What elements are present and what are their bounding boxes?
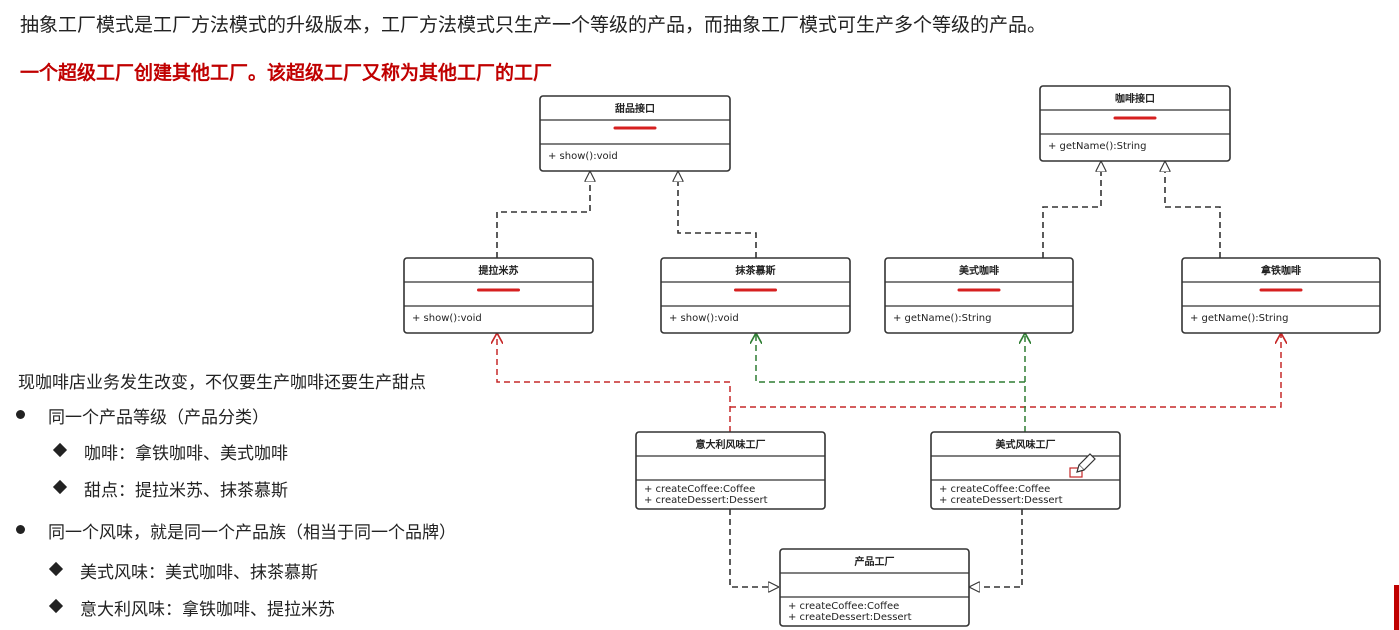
pencil-cursor-icon: [1069, 453, 1096, 478]
class-method: + show():void: [669, 313, 739, 324]
american-dependency-edges: [756, 333, 1025, 432]
class-name: 抹茶慕斯: [736, 264, 776, 277]
class-method: + createDessert:Dessert: [644, 495, 768, 506]
class-box-matcha-mousse: 抹茶慕斯 + show():void: [660, 257, 851, 334]
class-method: + show():void: [548, 151, 618, 162]
level-dessert: 甜点：提拉米苏、抹茶慕斯: [84, 481, 288, 501]
class-box-frame: [539, 95, 731, 172]
realization-edges: [496, 161, 1221, 587]
edge-tiramisu-to-dessert: [496, 171, 590, 258]
class-name: 甜品接口: [615, 102, 655, 115]
class-method: + createCoffee:Coffee: [788, 601, 899, 612]
class-box-frame: [930, 431, 1121, 510]
class-box-coffee-interface: 咖啡接口 + getName():String: [1039, 85, 1231, 162]
class-method: + createCoffee:Coffee: [939, 484, 1050, 495]
subtitle-text: 一个超级工厂创建其他工厂。该超级工厂又称为其他工厂的工厂: [20, 62, 553, 84]
class-box-american-factory: 美式风味工厂 + createCoffee:Coffee+ createDesse…: [930, 431, 1121, 510]
class-name: 意大利风味工厂: [696, 438, 766, 451]
edge-italian-creates-latte: [730, 333, 1281, 408]
class-box-frame: [635, 431, 826, 510]
class-box-frame: [1039, 85, 1231, 162]
class-box-frame: [403, 257, 594, 334]
class-name: 提拉米苏: [479, 264, 519, 277]
edge-latte-to-coffee: [1165, 161, 1221, 258]
intro-text: 抽象工厂模式是工厂方法模式的升级版本，工厂方法模式只生产一个等级的产品，而抽象工…: [20, 14, 1047, 36]
class-method: + createCoffee:Coffee: [644, 484, 755, 495]
class-box-frame: [660, 257, 851, 334]
level-coffee: 咖啡：拿铁咖啡、美式咖啡: [84, 444, 288, 464]
edge-matcha-to-dessert: [678, 171, 757, 258]
bullet-dot-icon: [16, 410, 25, 419]
class-method: + getName():String: [1190, 313, 1289, 324]
class-box-frame: [1181, 257, 1381, 334]
edge-american-creates-matcha: [756, 333, 1025, 383]
level-heading: 同一个产品等级（产品分类）: [48, 408, 269, 428]
class-box-product-factory: 产品工厂 + createCoffee:Coffee+ createDessert…: [779, 548, 970, 627]
family-italian: 意大利风味：拿铁咖啡、提拉米苏: [80, 600, 335, 620]
class-method: + getName():String: [893, 313, 992, 324]
class-name: 产品工厂: [855, 555, 895, 568]
class-box-frame: [884, 257, 1074, 334]
class-method: + show():void: [412, 313, 482, 324]
notes-lead: 现咖啡店业务发生改变，不仅要生产咖啡还要生产甜点: [18, 373, 426, 393]
class-name: 美式咖啡: [959, 264, 999, 277]
class-box-italian-factory: 意大利风味工厂 + createCoffee:Coffee+ createDess…: [635, 431, 826, 510]
edge-italian-to-product: [729, 509, 779, 587]
class-box-tiramisu: 提拉米苏 + show():void: [403, 257, 594, 334]
class-name: 拿铁咖啡: [1260, 264, 1301, 277]
class-name: 美式风味工厂: [996, 438, 1056, 451]
family-heading: 同一个风味，就是同一个产品族（相当于同一个品牌）: [48, 523, 456, 543]
family-american: 美式风味：美式咖啡、抹茶慕斯: [80, 563, 318, 583]
class-box-latte: 拿铁咖啡 + getName():String: [1181, 257, 1381, 334]
class-method: + createDessert:Dessert: [788, 612, 912, 623]
class-name: 咖啡接口: [1115, 92, 1155, 105]
class-box-frame: [779, 548, 970, 627]
class-method: + getName():String: [1048, 141, 1147, 152]
bullet-dot-icon: [16, 525, 25, 534]
slide-edge-accent: [1394, 585, 1399, 630]
class-box-dessert-interface: 甜品接口 + show():void: [539, 95, 731, 172]
edge-italian-creates-tiramisu: [497, 333, 731, 432]
class-box-american-coffee: 美式咖啡 + getName():String: [884, 257, 1074, 334]
edge-american-to-product: [969, 509, 1023, 587]
edge-american-to-coffee: [1042, 161, 1101, 258]
italian-dependency-edges: [497, 333, 1281, 432]
class-method: + createDessert:Dessert: [939, 495, 1063, 506]
